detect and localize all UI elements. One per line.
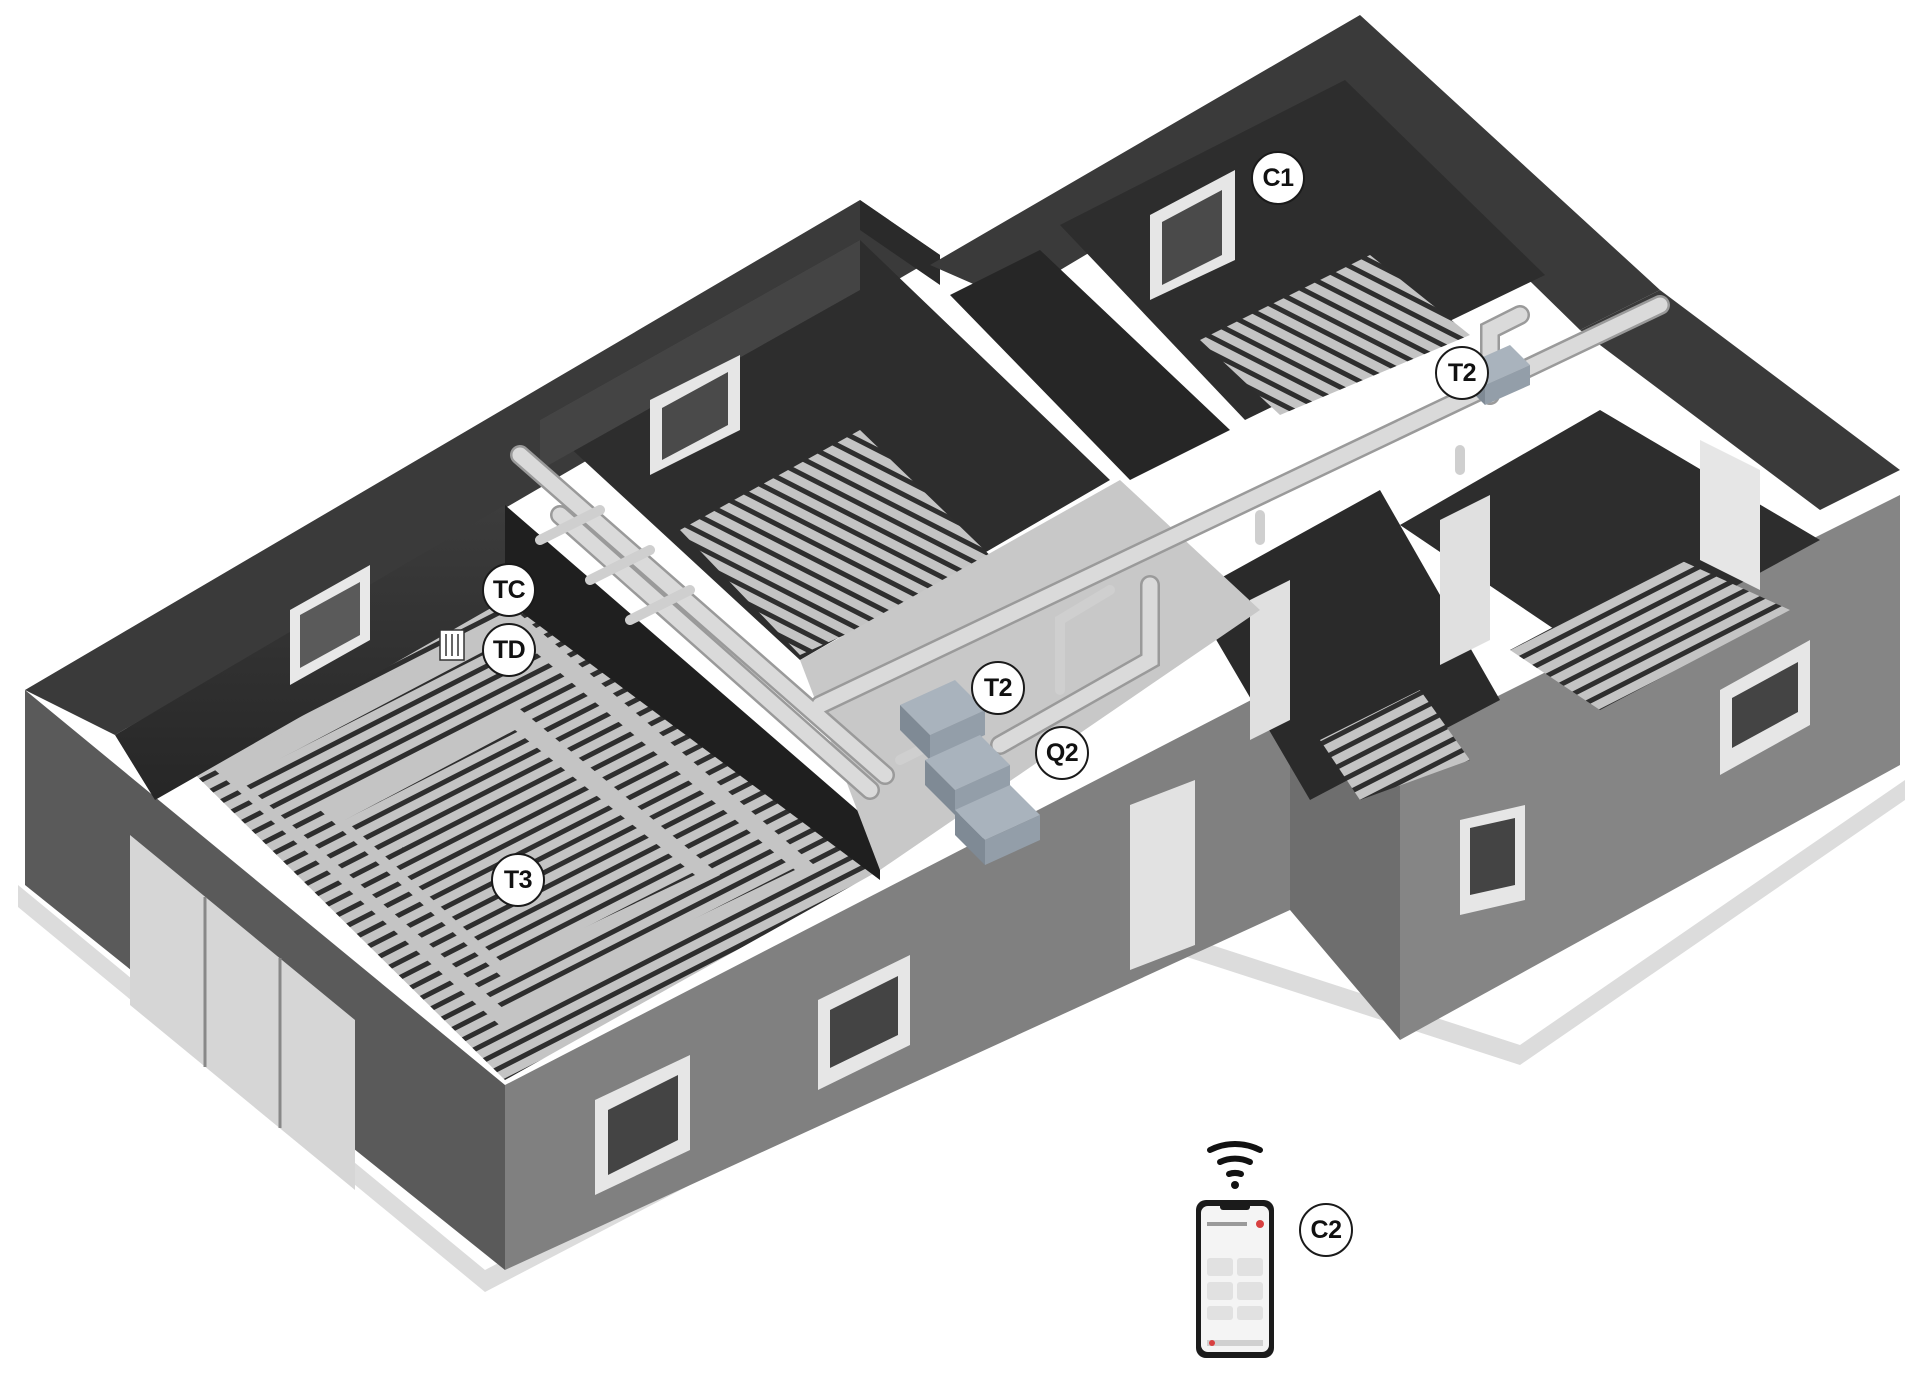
wifi-icon xyxy=(1207,1141,1263,1189)
corridor-rooms xyxy=(950,250,1230,480)
bathroom xyxy=(1190,490,1500,800)
living-room-window xyxy=(290,565,370,685)
label-c1: C1 xyxy=(1251,151,1305,205)
bedroom-top-right xyxy=(1060,80,1545,420)
label-tc: TC xyxy=(482,563,536,617)
bedroom-lower-right xyxy=(1400,410,1820,710)
patio-door xyxy=(130,835,355,1190)
wall-thermostat-icon xyxy=(439,629,465,661)
front-windows xyxy=(595,640,1810,1195)
label-q2: Q2 xyxy=(1035,726,1089,780)
label-c2: C2 xyxy=(1299,1203,1353,1257)
front-door xyxy=(1130,780,1195,970)
label-td: TD xyxy=(482,623,536,677)
label-t2-lower: T2 xyxy=(971,661,1025,715)
label-t2-upper: T2 xyxy=(1435,346,1489,400)
hvac-units xyxy=(900,345,1530,865)
smartphone-icon xyxy=(1196,1200,1274,1358)
label-t3: T3 xyxy=(491,853,545,907)
